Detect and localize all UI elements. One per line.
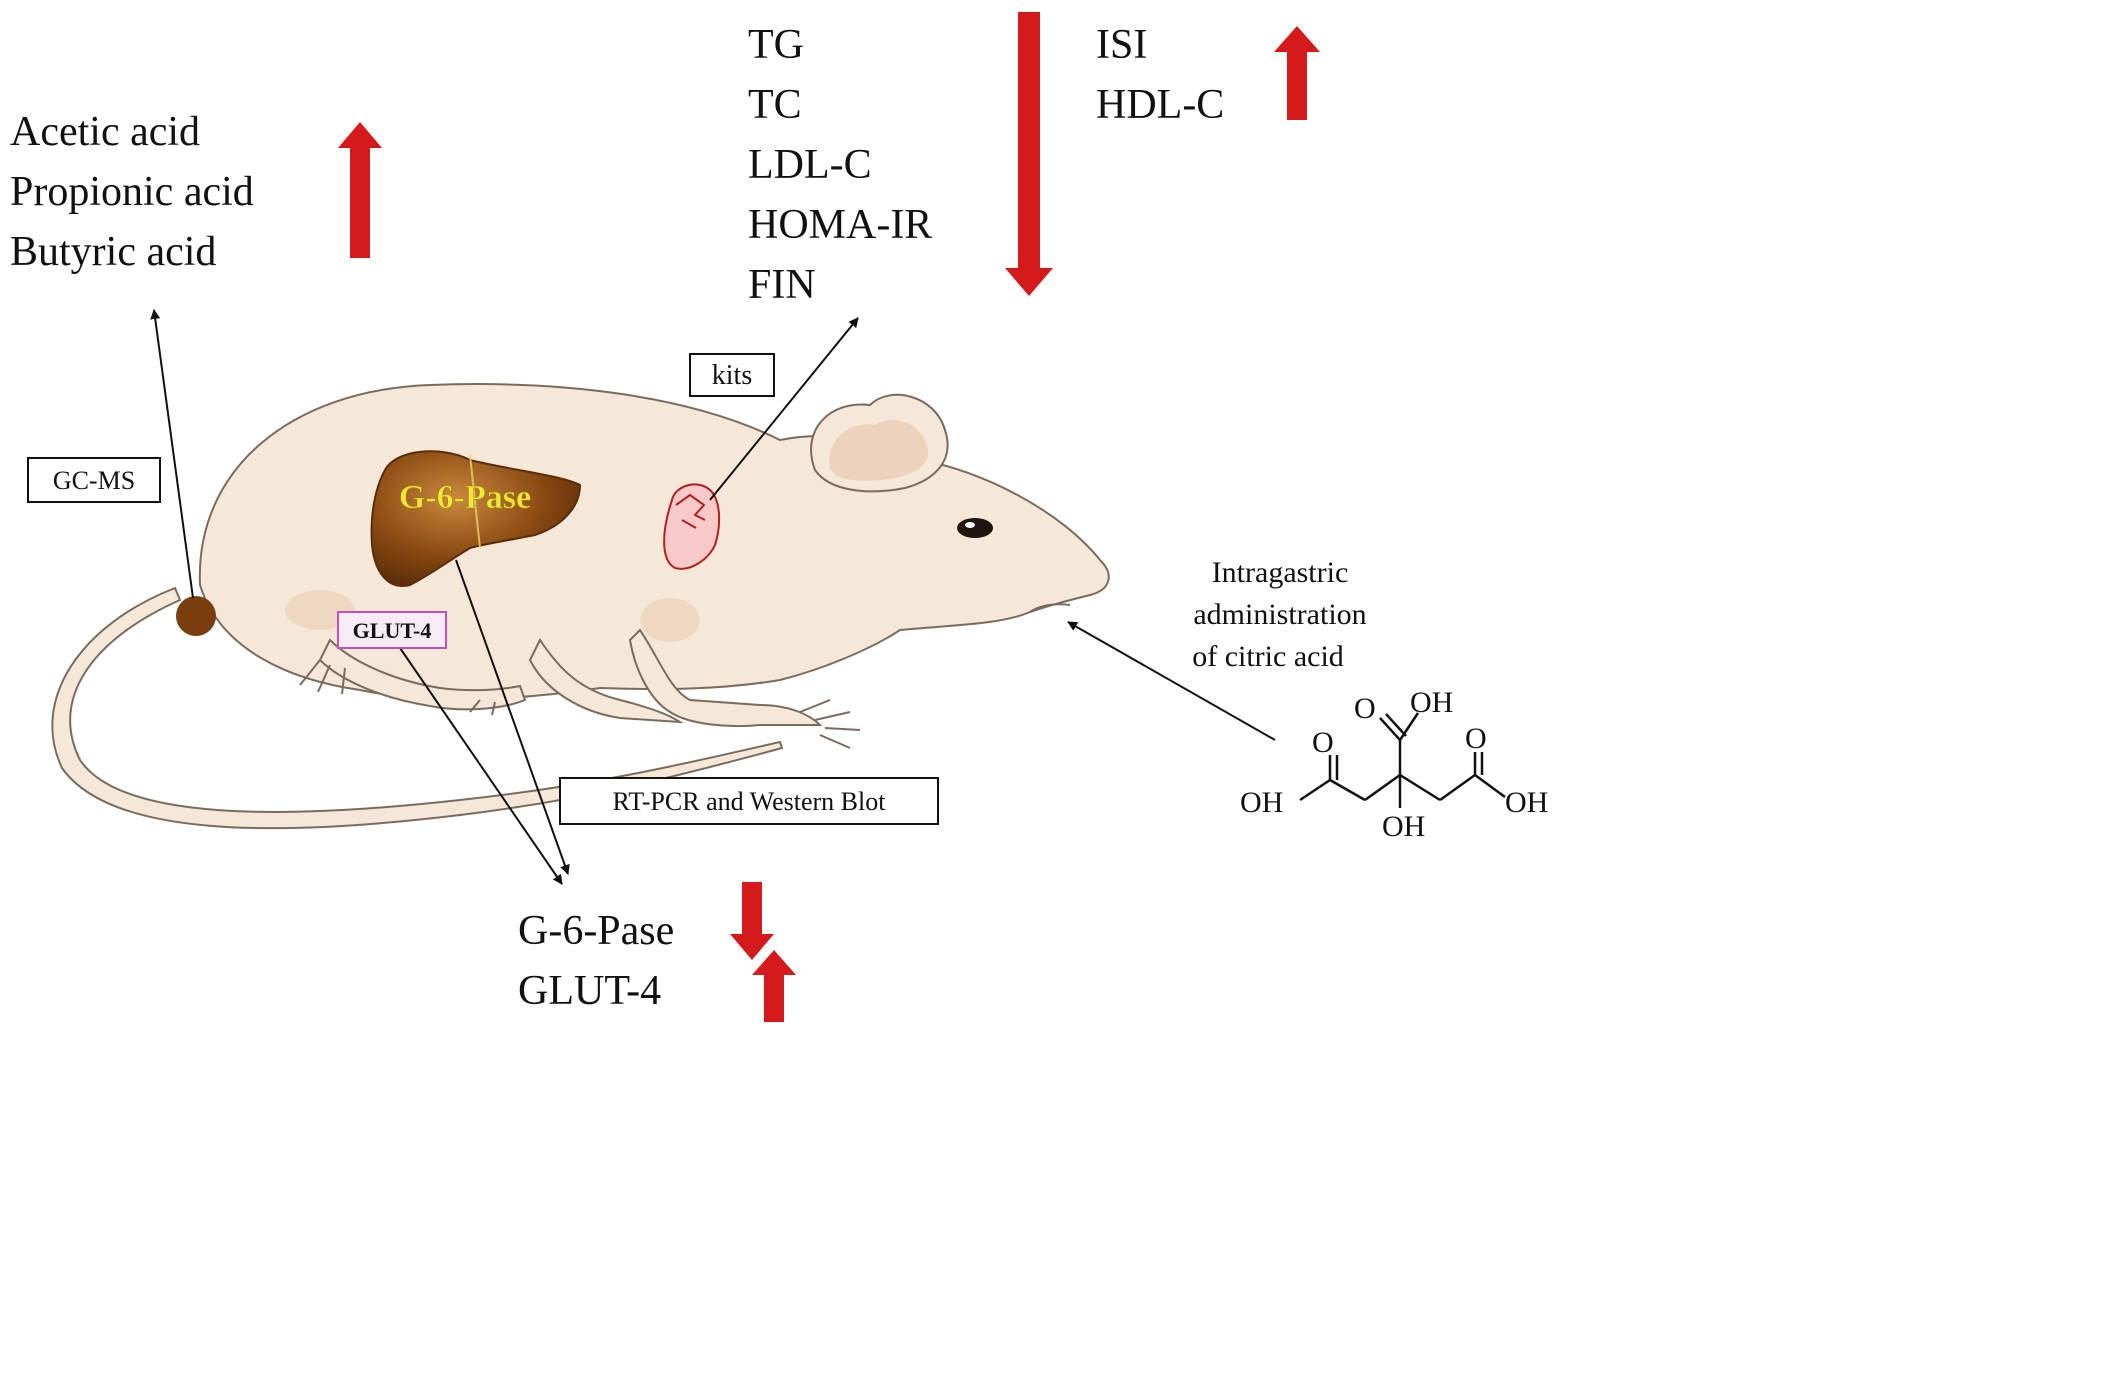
serum-down-homa: HOMA-IR — [748, 202, 932, 248]
diagram-canvas: Acetic acid Propionic acid Butyric acid … — [10, 12, 1549, 1022]
expression-glut4: GLUT-4 — [518, 968, 661, 1014]
glut4-organ-box — [337, 611, 447, 649]
serum-down-arrow — [1005, 12, 1053, 296]
body-shade-2 — [640, 598, 700, 642]
acid-item-butyric: Butyric acid — [10, 229, 216, 275]
rat-mouth — [1029, 603, 1071, 613]
molecule-o-left: O — [1312, 726, 1334, 759]
citric-acid-structure — [1299, 712, 1506, 808]
liver-to-genes-arrow — [455, 559, 570, 875]
connector-layer — [150, 309, 1276, 885]
gcms-label: GC-MS — [53, 466, 135, 495]
expression-g6pase: G-6-Pase — [518, 908, 674, 954]
molecule-o-right: O — [1465, 722, 1487, 755]
serum-up-isi: ISI — [1096, 22, 1147, 68]
rat-hind-leg — [318, 638, 527, 711]
acid-item-propionic: Propionic acid — [10, 169, 254, 215]
muscle-organ-label: GLUT-4 — [353, 618, 432, 643]
colon-to-acids-arrow — [150, 309, 194, 599]
heart-vessels — [675, 493, 706, 529]
molecule-oh-center: OH — [1382, 810, 1425, 843]
acids-up-arrow — [338, 122, 382, 258]
rat-ear-inner — [829, 419, 929, 481]
muscle-to-genes-arrow — [399, 647, 563, 885]
kits-box — [689, 353, 775, 397]
serum-up-arrow — [1274, 26, 1320, 120]
liver-lobe-line — [469, 454, 481, 549]
liver-organ-label: G-6-Pase — [399, 479, 531, 516]
rat-eye-highlight — [965, 522, 975, 528]
kits-label: kits — [712, 360, 752, 391]
serum-down-tg: TG — [748, 22, 804, 68]
colon-marker — [176, 596, 216, 636]
rat-front-leg — [628, 628, 823, 728]
glut4-up-arrow — [752, 950, 796, 1022]
treatment-line-3: of citric acid — [1192, 640, 1344, 673]
g6pase-down-arrow — [730, 882, 774, 960]
molecule-o-top: O — [1354, 692, 1376, 725]
trend-arrows-layer — [338, 12, 1320, 1022]
rat-eye — [957, 518, 993, 538]
rat-tail — [51, 586, 784, 830]
rat-mid-leg — [528, 638, 684, 724]
treatment-line-2: administration — [1193, 598, 1366, 631]
gcms-box — [27, 457, 161, 503]
labels-layer: Acetic acid Propionic acid Butyric acid … — [10, 22, 1548, 1014]
serum-down-ldl: LDL-C — [748, 142, 872, 188]
molecule-oh-right: OH — [1505, 786, 1548, 819]
heart-to-serum-arrow — [709, 317, 859, 501]
treatment-to-mouth-arrow — [1067, 621, 1276, 741]
molecule-oh-left: OH — [1240, 786, 1283, 819]
rtpcr-label: RT-PCR and Western Blot — [613, 787, 887, 816]
treatment-line-1: Intragastric — [1212, 556, 1349, 589]
rat-front-foot — [799, 699, 861, 749]
serum-down-fin: FIN — [748, 262, 816, 308]
molecule-oh-top: OH — [1410, 686, 1453, 719]
rat-hind-foot — [299, 659, 496, 716]
rtpcr-box — [559, 777, 939, 825]
serum-down-tc: TC — [748, 82, 802, 128]
acid-item-acetic: Acetic acid — [10, 109, 200, 155]
serum-up-hdl: HDL-C — [1096, 82, 1224, 128]
